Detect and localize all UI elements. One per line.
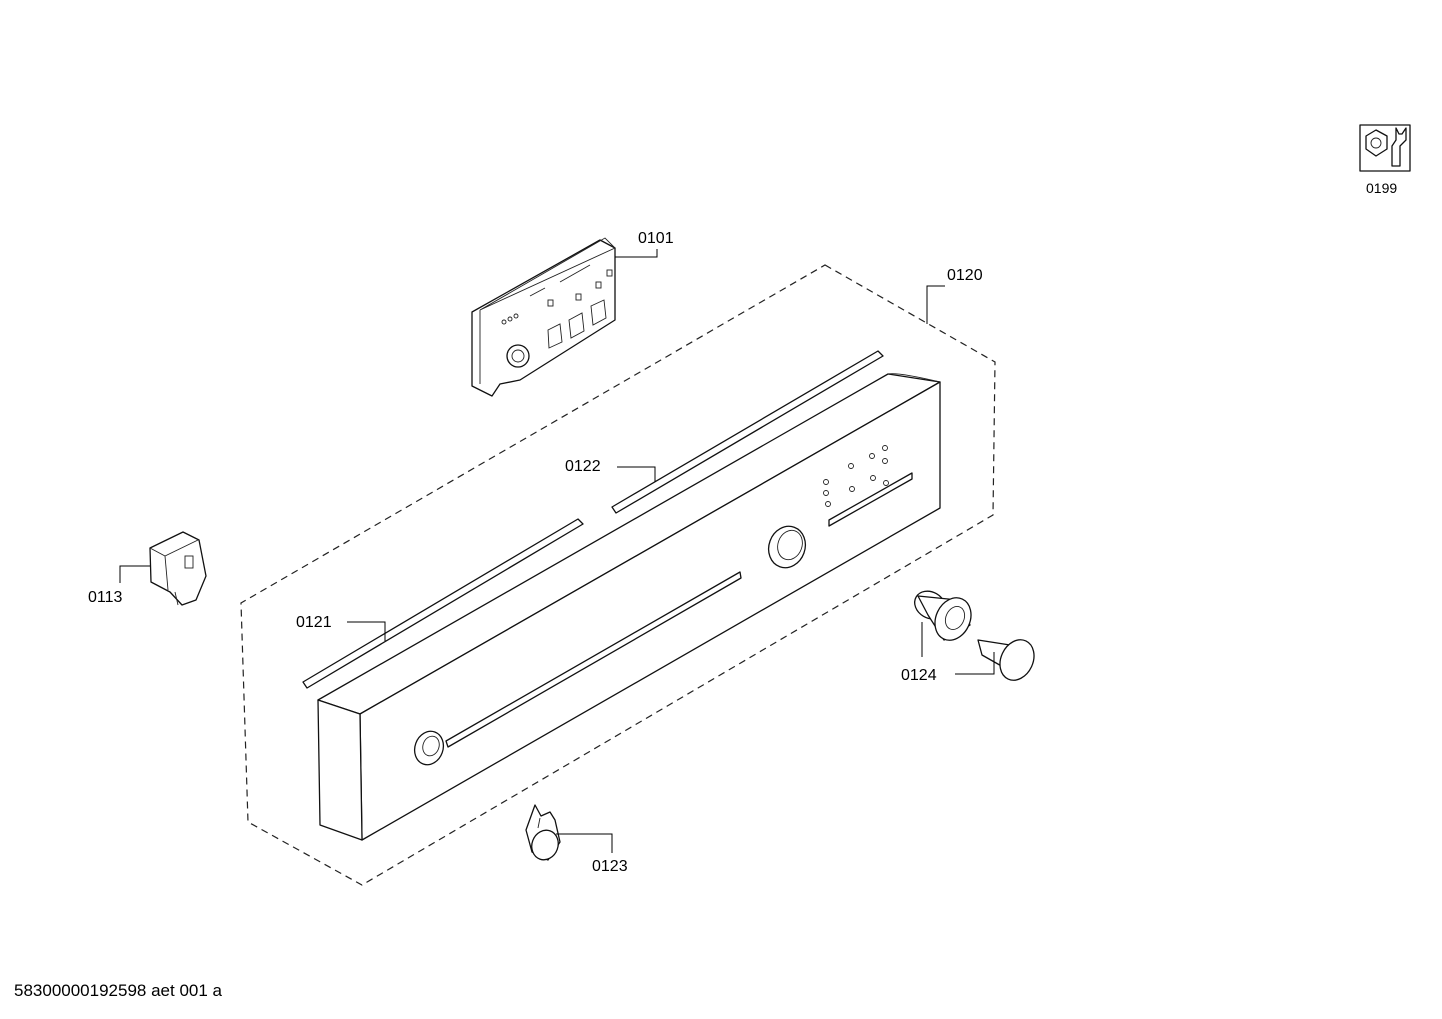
knob-cap-0124 bbox=[977, 639, 1035, 681]
label-0124: 0124 bbox=[901, 667, 937, 684]
label-0101: 0101 bbox=[638, 230, 674, 247]
label-0122: 0122 bbox=[565, 458, 601, 475]
connector-clip-0113 bbox=[149, 531, 207, 606]
wrench-nut-icon bbox=[1359, 124, 1411, 172]
drawing-code: 58300000192598 aet 001 a bbox=[14, 981, 222, 1000]
assembly-group-outline bbox=[240, 264, 996, 886]
label-0120: 0120 bbox=[947, 267, 983, 284]
control-panel-fascia bbox=[317, 373, 941, 841]
label-0199: 0199 bbox=[1366, 180, 1397, 196]
leader-lines bbox=[119, 249, 995, 853]
label-0113: 0113 bbox=[88, 589, 123, 606]
control-module-0101 bbox=[471, 237, 616, 397]
trim-strip-0122 bbox=[611, 350, 884, 514]
knob-adapter-0124 bbox=[914, 590, 972, 641]
trim-strip-0121 bbox=[302, 518, 584, 689]
knob-0123 bbox=[525, 804, 561, 861]
label-0123: 0123 bbox=[592, 858, 628, 875]
indicator-leds bbox=[823, 445, 889, 507]
label-0121: 0121 bbox=[296, 614, 332, 631]
